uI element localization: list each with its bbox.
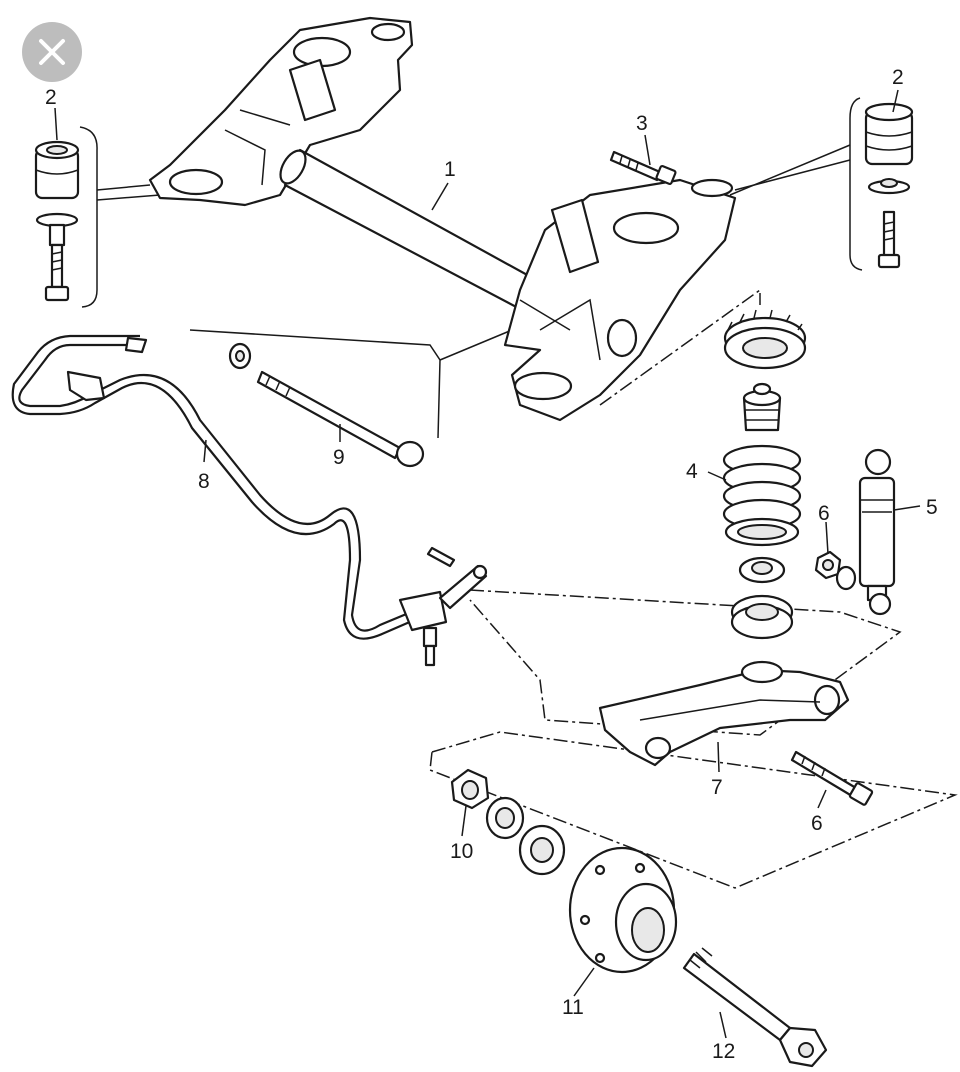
wheel-hub	[568, 846, 678, 974]
nut-washers-10	[450, 768, 566, 876]
rubber-mount-left	[34, 140, 80, 302]
nut-washer-6-upper	[814, 550, 857, 591]
part-number-labels: 1 2 2 3 4 5 6 6 7 8 9 10 11 12	[45, 66, 938, 1063]
axle-stub-12	[682, 947, 828, 1068]
label-7: 7	[711, 776, 723, 799]
shock-absorber	[858, 448, 896, 616]
label-5: 5	[926, 496, 938, 519]
label-4: 4	[686, 460, 698, 483]
rear-crossmember	[148, 16, 737, 422]
lower-control-arm	[598, 660, 850, 767]
assembly-guide-lines	[189, 288, 958, 889]
label-1: 1	[444, 158, 456, 181]
coil-spring	[722, 444, 802, 547]
close-button[interactable]	[22, 22, 82, 82]
bump-stop	[742, 382, 782, 432]
rubber-mount-right	[864, 102, 914, 269]
label-6-upper: 6	[818, 502, 830, 525]
label-8: 8	[198, 470, 210, 493]
label-9: 9	[333, 446, 345, 469]
lower-spring-seat	[730, 556, 794, 640]
anti-roll-bar	[11, 334, 488, 667]
mount-bracket-left	[79, 126, 161, 308]
label-10: 10	[450, 840, 473, 863]
label-2-right: 2	[892, 66, 904, 89]
bolt-3	[609, 150, 677, 185]
label-2-left: 2	[45, 86, 57, 109]
close-icon	[39, 39, 65, 65]
upper-spring-seat	[723, 309, 807, 370]
bolt-9	[228, 342, 425, 468]
bolt-6-lower	[790, 750, 874, 806]
label-11: 11	[562, 996, 584, 1019]
leader-lines	[54, 89, 921, 1039]
label-12: 12	[712, 1040, 735, 1063]
label-6-lower: 6	[811, 812, 823, 835]
label-3: 3	[636, 112, 648, 135]
mount-bracket-right	[729, 97, 863, 271]
